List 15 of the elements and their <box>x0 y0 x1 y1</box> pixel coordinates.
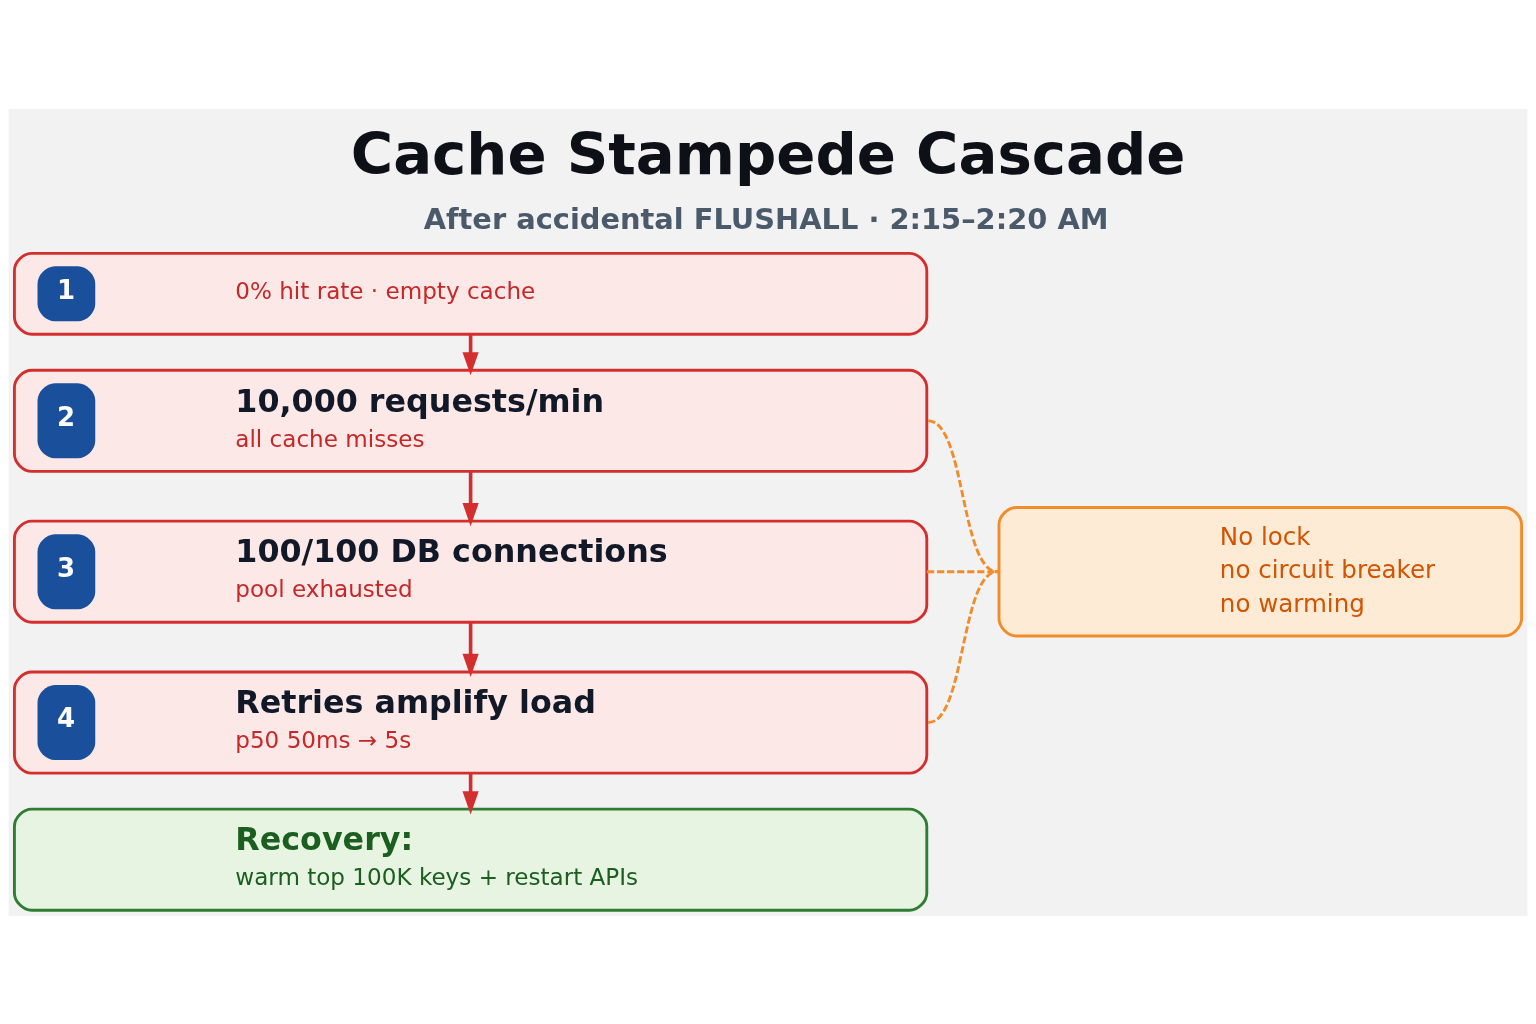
node-box: 2 10,000 requests/min all cache misses <box>12 368 929 473</box>
node-box: 3 100/100 DB connections pool exhausted <box>12 519 929 624</box>
arrow <box>462 471 479 526</box>
arrow <box>462 772 479 814</box>
connector <box>927 569 999 724</box>
node-box: No lock no circuit breaker no warming <box>997 505 1524 637</box>
arrow <box>462 334 479 375</box>
diagram-title: Cache Stampede Cascade <box>350 119 1186 188</box>
node-box: 1 0% hit rate · empty cache <box>12 251 929 336</box>
node-box: 4 Retries amplify load p50 50ms → 5s <box>12 670 929 775</box>
connector <box>926 569 999 573</box>
arrow <box>462 621 479 677</box>
caption: After accidental FLUSHALL · 2:15–2:20 AM <box>423 201 1109 236</box>
node-box: Recovery: warm top 100K keys + restart APIs <box>12 807 929 912</box>
connector <box>927 418 999 573</box>
